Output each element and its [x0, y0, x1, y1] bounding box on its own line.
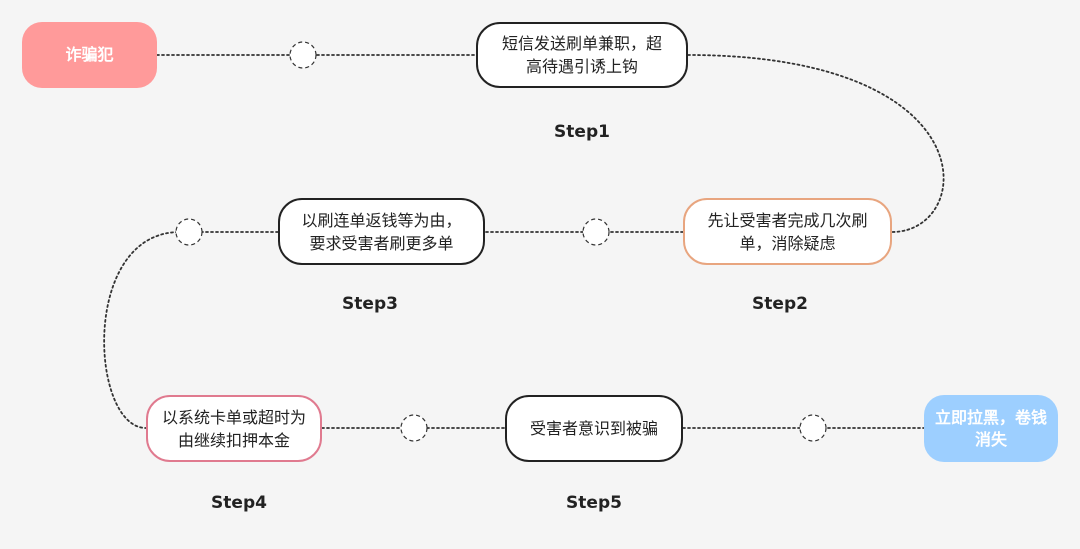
- step4-text-line2: 由继续扣押本金: [177, 430, 290, 450]
- step4-label: Step4: [211, 493, 267, 513]
- step2-text-line2: 单，消除疑虑: [739, 233, 836, 253]
- step5-text-line1: 受害者意识到被骗: [529, 419, 658, 438]
- step2-text-line1: 先让受害者完成几次刷: [707, 210, 868, 230]
- connector-node: [799, 414, 827, 442]
- step5-box: 受害者意识到被骗: [505, 395, 683, 462]
- step4-text-line1: 以系统卡单或超时为: [161, 407, 306, 427]
- step2-box: 先让受害者完成几次刷 单，消除疑虑: [683, 198, 892, 265]
- step1-box: 短信发送刷单兼职，超 高待遇引诱上钩: [476, 22, 688, 88]
- step3-box: 以刷连单返钱等为由， 要求受害者刷更多单: [278, 198, 485, 265]
- step1-text-line2: 高待遇引诱上钩: [525, 57, 638, 76]
- connector-step3-step4: [103, 231, 279, 429]
- scammer-label: 诈骗犯: [65, 45, 114, 64]
- step3-label: Step3: [342, 294, 398, 314]
- step5-label: Step5: [566, 493, 622, 513]
- result-node: 立即拉黑，卷钱消失: [924, 395, 1058, 462]
- step1-label: Step1: [554, 122, 610, 142]
- result-label: 立即拉黑，卷钱消失: [934, 407, 1047, 449]
- connector-node: [175, 218, 203, 246]
- step4-box: 以系统卡单或超时为 由继续扣押本金: [146, 395, 322, 462]
- connector-node: [400, 414, 428, 442]
- step3-text-line2: 要求受害者刷更多单: [309, 233, 454, 253]
- step2-label: Step2: [752, 294, 808, 314]
- connector-node: [289, 41, 317, 69]
- scammer-node: 诈骗犯: [22, 22, 157, 88]
- step3-text-line1: 以刷连单返钱等为由，: [301, 210, 462, 230]
- connector-step1-step2: [687, 54, 945, 233]
- step1-text-line1: 短信发送刷单兼职，超: [501, 34, 662, 53]
- connector-node: [582, 218, 610, 246]
